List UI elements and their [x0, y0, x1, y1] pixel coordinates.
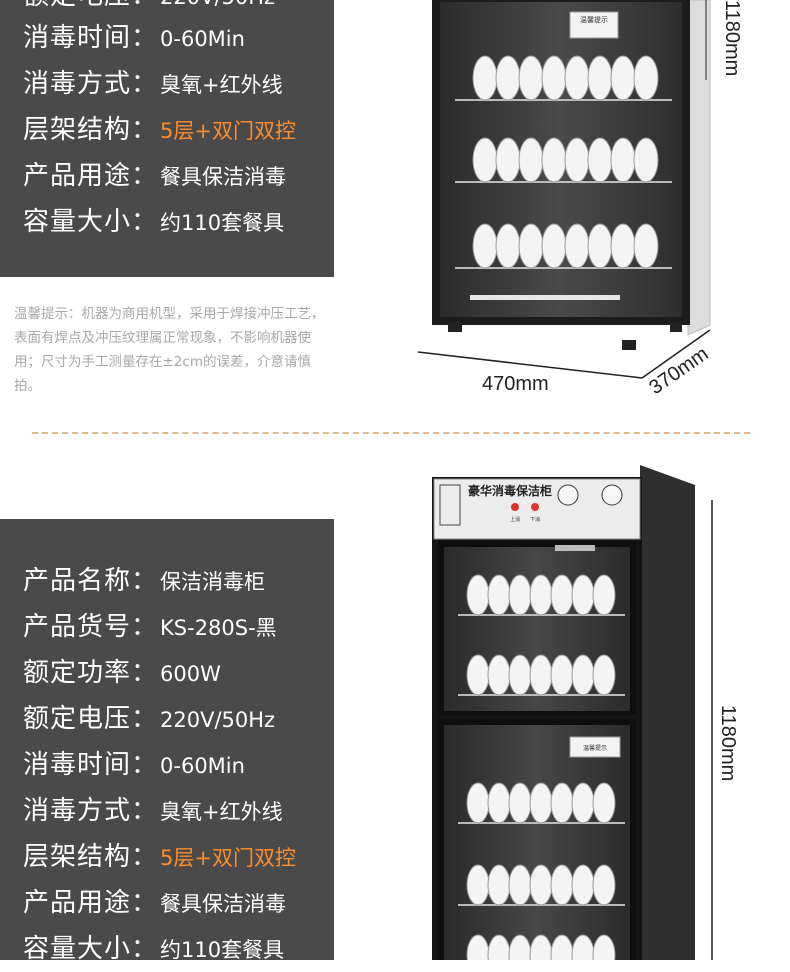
spec-label: 层架结构：: [23, 842, 159, 872]
spec-label: 容量大小：: [23, 207, 159, 237]
timer-knob-upper[interactable]: [557, 484, 579, 506]
spec-row: 额定功率：600W: [23, 653, 221, 693]
spec-value: 臭氧+红外线: [160, 73, 283, 97]
timer-knob-lower[interactable]: [601, 484, 623, 506]
spec-label: 额定功率：: [23, 658, 159, 688]
spec-value-highlight: 5层+双门双控: [160, 119, 296, 143]
spec-panel-bottom: 产品名称：保洁消毒柜 产品货号：KS-280S-黑 额定功率：600W 额定电压…: [0, 519, 334, 964]
indicator-upper-label: 上消: [510, 516, 520, 523]
spec-row: 额定电压：220V/50Hz: [23, 699, 275, 739]
spec-value: 600W: [160, 662, 221, 686]
spec-value: 餐具保洁消毒: [160, 165, 287, 189]
spec-label: 层架结构：: [23, 115, 159, 145]
spec-label: 额定电压：: [23, 704, 159, 734]
spec-label: 产品用途：: [23, 888, 159, 918]
warning-sticker: 温馨提示: [580, 15, 608, 24]
spec-row: 产品用途：餐具保洁消毒: [23, 883, 286, 923]
spec-row: 容量大小：约110套餐具: [23, 202, 284, 242]
product-image-top: 温馨提示 1180mm 470mm 370mm: [417, 0, 743, 399]
spec-row: 额定电压：220V/50Hz: [23, 0, 275, 16]
spec-panel-top: 额定电压：220V/50Hz 消毒时间：0-60Min 消毒方式：臭氧+红外线 …: [0, 0, 334, 277]
spec-label: 产品名称：: [23, 566, 159, 596]
warning-sticker: 温馨提示: [583, 744, 607, 752]
spec-value: 保洁消毒柜: [160, 570, 266, 594]
spec-label: 消毒方式：: [23, 69, 159, 99]
spec-label: 产品货号：: [23, 612, 159, 642]
product-image-bottom: 豪华消毒保洁柜 上消 下消 温馨提示 1180mm: [432, 465, 739, 960]
spec-value: 约110套餐具: [160, 211, 285, 235]
disclaimer-note: 温馨提示：机器为商用机型，采用于焊接冲压工艺，表面有焊点及冲压纹理属正常现象，不…: [14, 306, 325, 394]
dish-rack: [455, 99, 672, 269]
spec-row: 产品用途：餐具保洁消毒: [23, 156, 286, 196]
spec-row: 消毒方式：臭氧+红外线: [23, 64, 283, 104]
spec-label: 消毒方式：: [23, 796, 159, 826]
spec-label: 容量大小：: [23, 934, 159, 964]
spec-value: 0-60Min: [160, 27, 245, 51]
width-dimension: 470mm: [482, 373, 549, 395]
height-dimension: 1180mm: [717, 705, 739, 781]
spec-value-highlight: 5层+双门双控: [160, 846, 296, 870]
spec-label: 消毒时间：: [23, 750, 159, 780]
spec-row: 产品名称：保洁消毒柜: [23, 561, 265, 601]
spec-label: 额定电压：: [23, 0, 158, 11]
indicator-lower-label: 下消: [530, 516, 540, 523]
spec-value: 0-60Min: [160, 754, 245, 778]
spec-value: 约110套餐具: [160, 938, 285, 962]
height-dimension: 1180mm: [721, 0, 743, 76]
spec-value: 餐具保洁消毒: [160, 892, 287, 916]
spec-label: 消毒时间：: [23, 23, 159, 53]
spec-row: 层架结构：5层+双门双控: [23, 110, 296, 150]
spec-row: 产品货号：KS-280S-黑: [23, 607, 277, 647]
spec-value: 220V/50Hz: [160, 708, 276, 732]
spec-row: 容量大小：约110套餐具: [23, 929, 284, 969]
brand-name: 豪华消毒保洁柜: [468, 483, 552, 498]
spec-row: 消毒方式：臭氧+红外线: [23, 791, 283, 831]
spec-row: 消毒时间：0-60Min: [23, 18, 245, 58]
spec-row: 层架结构：5层+双门双控: [23, 837, 296, 877]
spec-label: 产品用途：: [23, 161, 159, 191]
spec-value: KS-280S-黑: [160, 616, 277, 640]
spec-value: 臭氧+红外线: [160, 800, 283, 824]
section-divider: [32, 432, 750, 434]
spec-row: 消毒时间：0-60Min: [23, 745, 245, 785]
spec-value: 220V/50Hz: [160, 0, 275, 9]
